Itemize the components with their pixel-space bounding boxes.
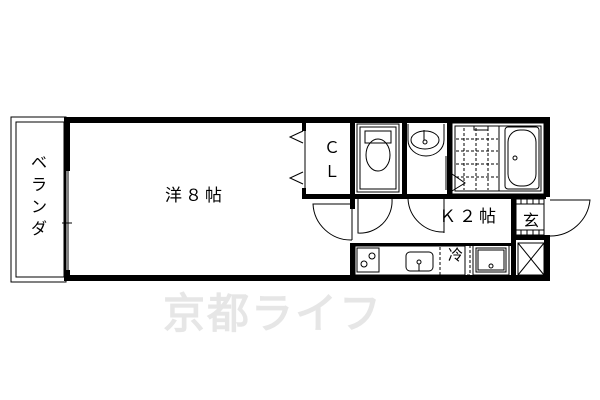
bathroom	[451, 122, 545, 195]
closet-doors	[288, 130, 306, 188]
washbasin-fixture	[407, 124, 445, 157]
room-door	[312, 203, 353, 241]
veranda-label: ベランダ	[30, 153, 47, 238]
toilet-door	[357, 198, 393, 234]
front-door	[549, 199, 591, 237]
closet-label: ＣＬ	[324, 138, 341, 181]
western-room-label: 洋８帖	[165, 186, 225, 206]
kitchen-label: Ｋ２帖	[439, 207, 499, 227]
kitchen-counter	[354, 245, 466, 276]
veranda-area	[10, 116, 67, 283]
entrance-hatching	[515, 198, 545, 236]
washing-machine-pan	[472, 244, 510, 276]
watermark: 京都ライフ	[163, 289, 384, 338]
entrance-label: 玄	[523, 211, 540, 230]
fridge-label: 冷	[448, 246, 464, 264]
exterior-walls	[64, 117, 550, 281]
balcony-window	[62, 171, 72, 270]
fridge-space	[439, 244, 471, 276]
pipe-space	[517, 242, 545, 276]
washroom-door	[407, 198, 445, 233]
toilet-fixture	[356, 123, 400, 193]
